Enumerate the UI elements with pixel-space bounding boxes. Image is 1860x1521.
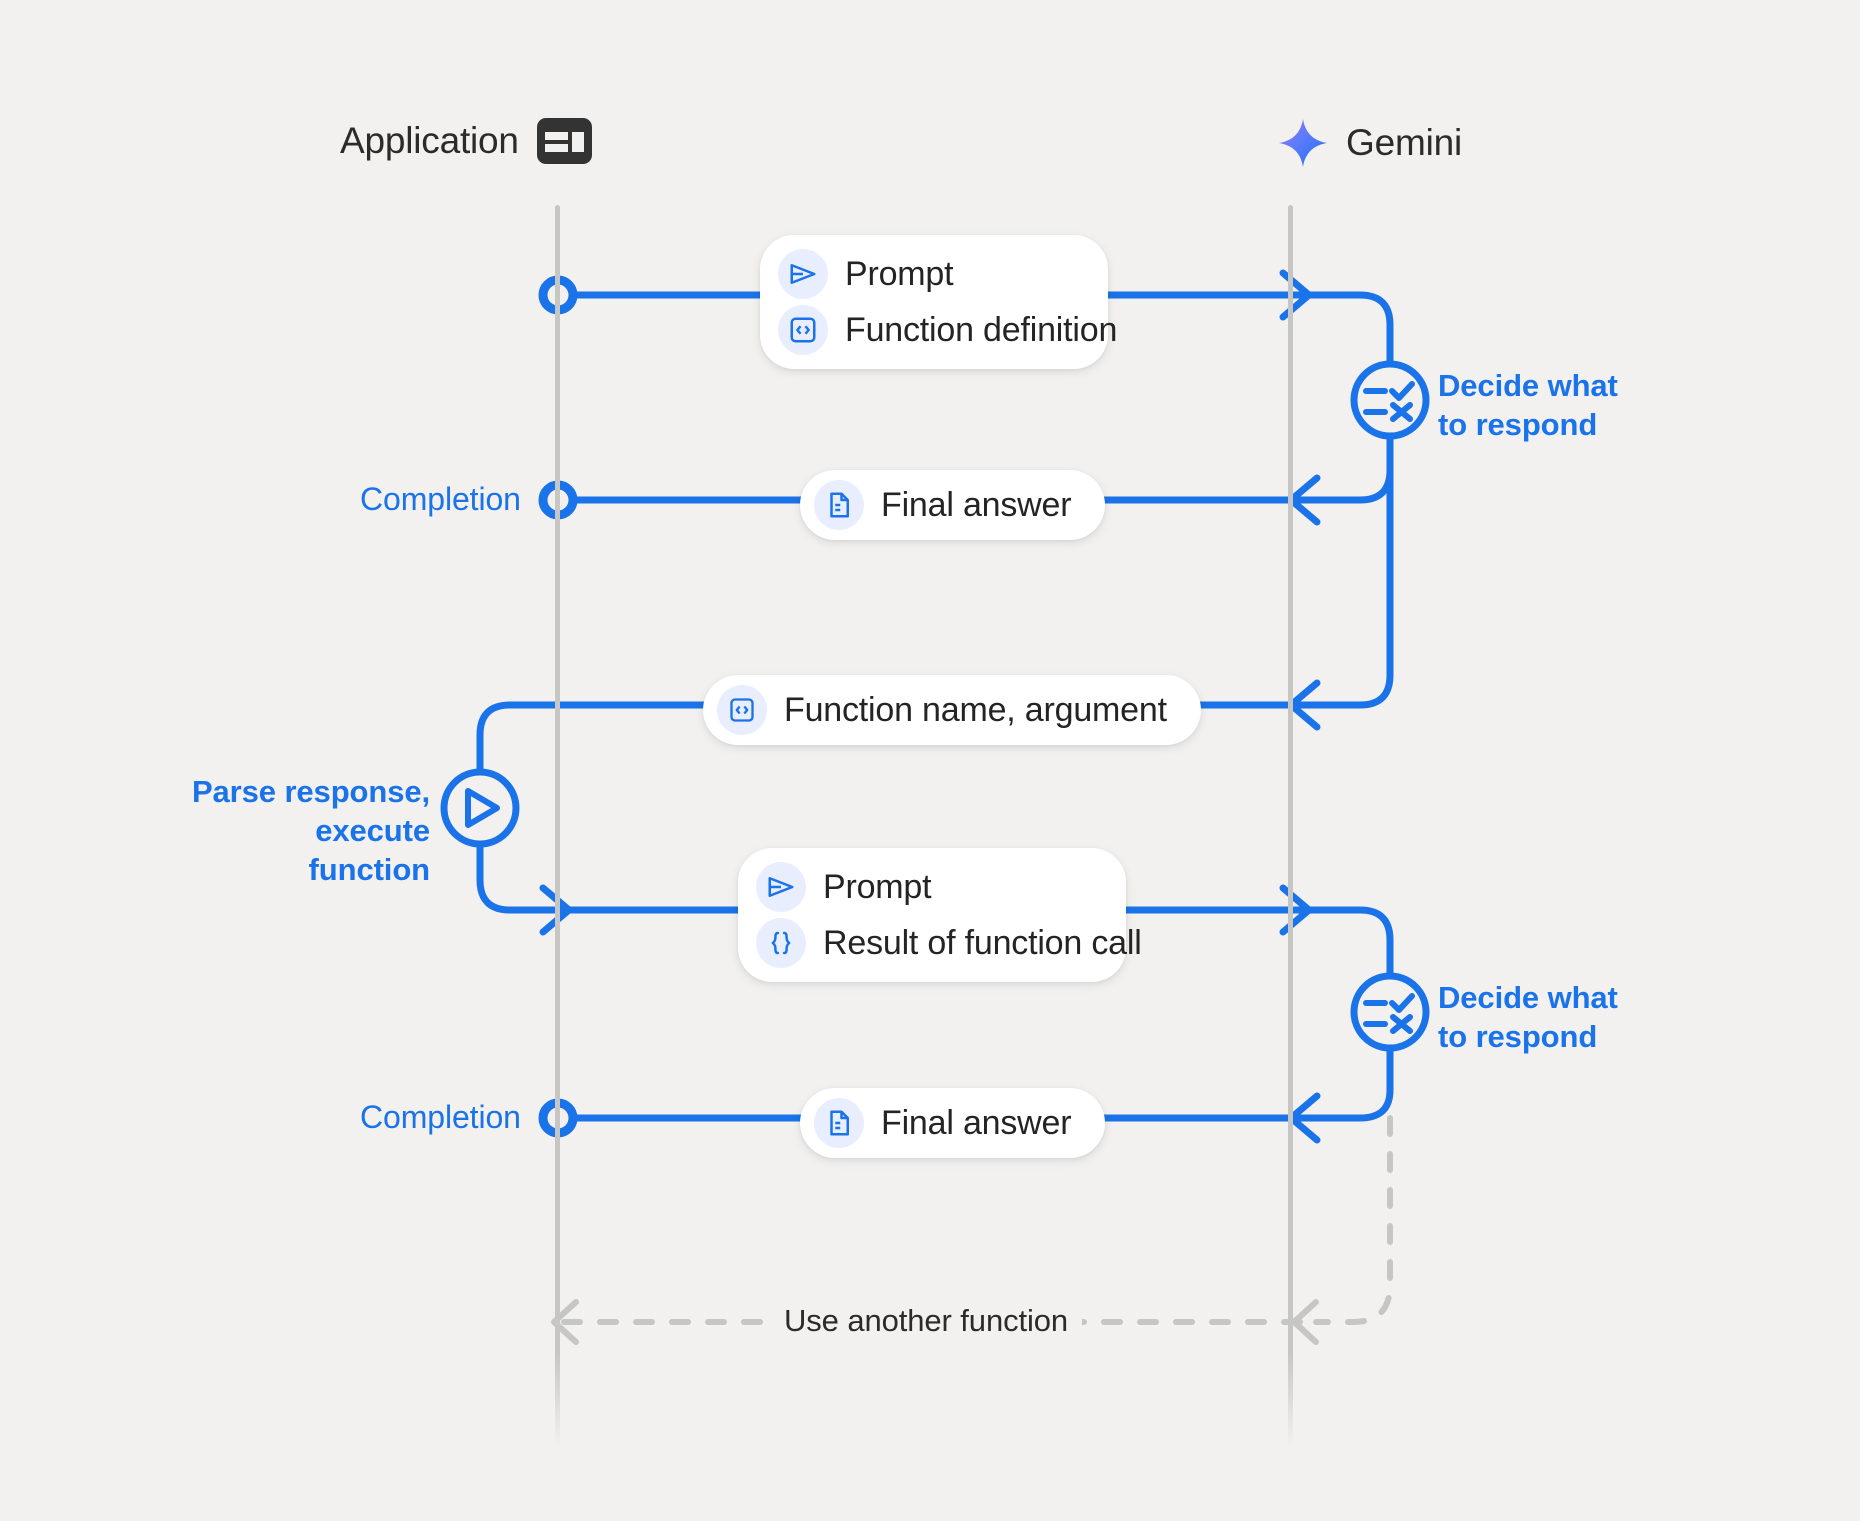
arrowhead-prompt-1 xyxy=(1279,269,1313,321)
chip-label: Final answer xyxy=(881,1103,1072,1142)
lane-header-application: Application xyxy=(340,118,592,164)
document-icon xyxy=(814,480,864,530)
loop-arrowhead-right xyxy=(1291,1299,1319,1345)
message-chip-prompt-result-of-function-call[interactable]: Prompt Result of function call xyxy=(738,848,1142,982)
code-brackets-icon xyxy=(717,685,767,735)
gemini-sparkle-icon xyxy=(1278,118,1328,168)
chip-label: Result of function call xyxy=(823,923,1142,962)
lane-label-application: Application xyxy=(340,120,519,161)
chip-label: Prompt xyxy=(845,254,954,293)
lifeline-application xyxy=(555,205,560,1445)
arrowhead-final-1 xyxy=(1287,474,1321,526)
message-chip-function-name-argument[interactable]: Function name, argument xyxy=(703,675,1201,745)
annotation-decide-1: Decide what to respond xyxy=(1438,368,1618,443)
wire-prompt-1-curve xyxy=(1296,291,1394,369)
wire-funcname-curve xyxy=(1296,432,1394,709)
execute-node xyxy=(440,768,520,848)
arrowhead-final-2 xyxy=(1287,1092,1321,1144)
completion-label-1: Completion xyxy=(360,481,521,517)
lane-header-gemini: Gemini xyxy=(1278,118,1462,168)
wire-outof-execute xyxy=(476,840,564,914)
loop-label: Use another function xyxy=(770,1303,1083,1339)
send-icon xyxy=(756,862,806,912)
code-brackets-icon xyxy=(778,305,828,355)
lane-label-gemini: Gemini xyxy=(1346,122,1462,163)
chip-row-prompt: Prompt xyxy=(756,862,1096,912)
chip-row-result-of-function-call: Result of function call xyxy=(756,918,1142,968)
play-glyph xyxy=(465,788,500,828)
chip-row-function-name-argument: Function name, argument xyxy=(717,685,1167,735)
wire-final-2-curve xyxy=(1296,1044,1394,1122)
decide-node-1 xyxy=(1350,360,1430,440)
annotation-decide-2: Decide what to respond xyxy=(1438,980,1618,1055)
wire-into-execute xyxy=(476,701,564,776)
completion-label-2: Completion xyxy=(360,1099,521,1135)
message-chip-final-answer-2[interactable]: Final answer xyxy=(800,1088,1106,1158)
chip-row-prompt: Prompt xyxy=(778,249,1078,299)
decide-node-2 xyxy=(1350,972,1430,1052)
annotation-parse-execute: Parse response, execute function xyxy=(191,774,430,888)
message-chip-prompt-function-definition[interactable]: Prompt Function definition xyxy=(760,235,1117,369)
chip-label: Function name, argument xyxy=(784,690,1167,729)
chip-row-final-answer: Final answer xyxy=(814,480,1072,530)
app-layout-icon xyxy=(536,118,592,164)
loop-wire-right xyxy=(1313,1115,1393,1325)
chip-label: Prompt xyxy=(823,867,932,906)
message-chip-final-answer-1[interactable]: Final answer xyxy=(800,470,1106,540)
chip-label: Final answer xyxy=(881,485,1072,524)
chip-row-final-answer: Final answer xyxy=(814,1098,1072,1148)
send-icon xyxy=(778,249,828,299)
lifeline-gemini xyxy=(1288,205,1293,1445)
curly-braces-icon xyxy=(756,918,806,968)
chip-label: Function definition xyxy=(845,310,1118,349)
arrowhead-prompt-2 xyxy=(1279,884,1313,936)
wire-final-1-curve xyxy=(1296,432,1394,504)
wire-prompt-2-curve xyxy=(1296,906,1394,979)
chip-row-function-definition: Function definition xyxy=(778,305,1117,355)
document-icon xyxy=(814,1098,864,1148)
arrowhead-funcname xyxy=(1287,679,1321,731)
